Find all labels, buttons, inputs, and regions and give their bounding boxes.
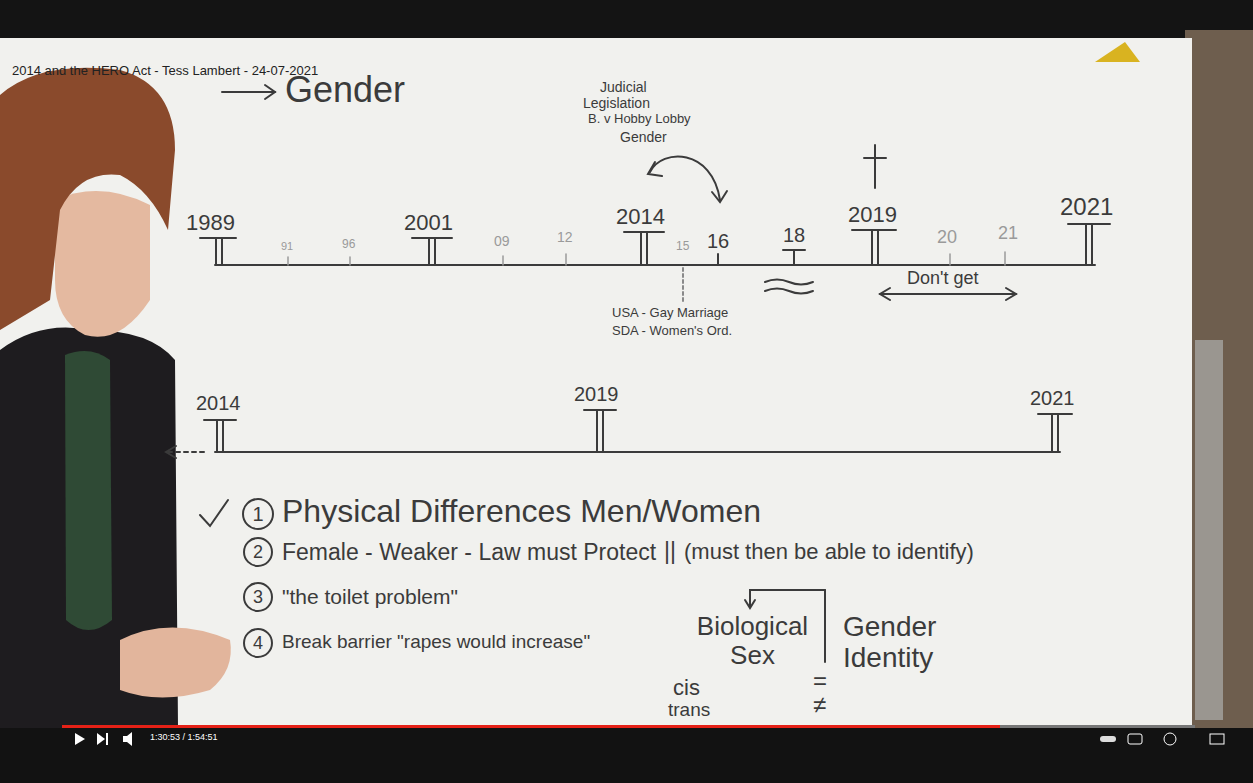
double-arrow [880,293,1016,295]
arrow-head [648,162,662,176]
next-icon [106,733,108,745]
divider [824,590,826,662]
hair [0,68,175,330]
year-tick-label: 20 [937,228,957,248]
note: Don't get [905,269,980,289]
autoplay-toggle [1100,736,1116,742]
relation-sign: ≠ [813,692,826,718]
timeline [215,264,1095,266]
year-tick-label: 15 [676,240,689,253]
play-icon [75,733,85,745]
year-tick-label: 16 [707,230,729,252]
year-label: 2001 [404,211,453,235]
callout-circle: 4 [243,628,273,658]
row-label: cis [673,676,700,700]
year-label: 2021 [1030,387,1075,409]
callout-circle: 1 [242,498,274,530]
list-item: "the toilet problem" [282,585,458,608]
list-note: (must then be able to identify) [684,540,974,564]
volume-icon [123,732,132,746]
list-item: Physical Differences Men/Women [282,494,761,529]
squiggle [765,280,813,285]
dashed-arrow [168,451,208,453]
year-label: 2019 [574,383,619,405]
callout-number: 1 [252,504,263,524]
category-label: Gender Identity [843,612,983,674]
note: B. v Hobby Lobby [588,112,691,126]
player-bar [0,728,1253,783]
row-label: trans [668,700,710,721]
arrow-line [222,91,275,93]
year-label: 2014 [616,205,665,229]
category-label: Biological Sex [690,612,815,669]
next-icon [97,733,105,745]
year-tick-label: 09 [494,234,510,249]
cc-icon [1128,734,1142,744]
year-tick-label: 91 [281,240,293,252]
settings-icon [1164,733,1176,745]
note: USA - Gay Marriage [612,306,728,320]
year-tick-label: 12 [557,230,573,245]
yellow-object [1095,42,1140,62]
cross [874,145,876,188]
heading-word: Gender [285,70,405,110]
squiggle [765,289,813,294]
hand [120,628,231,698]
callout-number: 4 [253,634,263,652]
year-label: 2021 [1060,194,1113,220]
list-item: Female - Weaker - Law must Protect [282,540,656,565]
callout-number: 2 [253,543,263,561]
arrow-head [712,191,727,202]
callout-number: 3 [253,588,263,606]
note: SDA - Women's Ord. [612,324,732,338]
cross [864,157,886,159]
time-display: 1:30:53 / 1:54:51 [150,733,218,743]
scarf [65,351,112,630]
arrow-head [265,85,275,99]
check-mark [200,500,228,526]
progress-played [62,725,1000,728]
whiteboard [0,38,1192,728]
year-label: 1989 [186,211,235,235]
miniplayer-icon [1210,734,1224,744]
separator: || [664,539,676,564]
wall [1185,30,1253,730]
year-tick-label: 96 [342,238,355,251]
note: Gender [620,130,667,145]
list-item: Break barrier "rapes would increase" [282,632,590,653]
year-label: 2014 [196,392,241,414]
callout-circle: 2 [243,537,273,567]
curved-arrow [650,157,720,200]
note: Legislation [583,96,650,111]
bracket-arrow [750,590,825,606]
timeline [215,451,1060,453]
note: Judicial [600,80,647,95]
year-tick-label: 18 [783,224,805,246]
relation-sign: = [813,668,827,694]
year-tick-label: 21 [998,224,1018,244]
face [55,191,150,337]
progress-track [62,725,1195,728]
year-label: 2019 [848,203,897,227]
board-frame [1195,340,1223,720]
video-title: 2014 and the HERO Act - Tess Lambert - 2… [12,64,318,78]
board-drawing [166,85,1110,662]
callout-circle: 3 [243,582,273,612]
